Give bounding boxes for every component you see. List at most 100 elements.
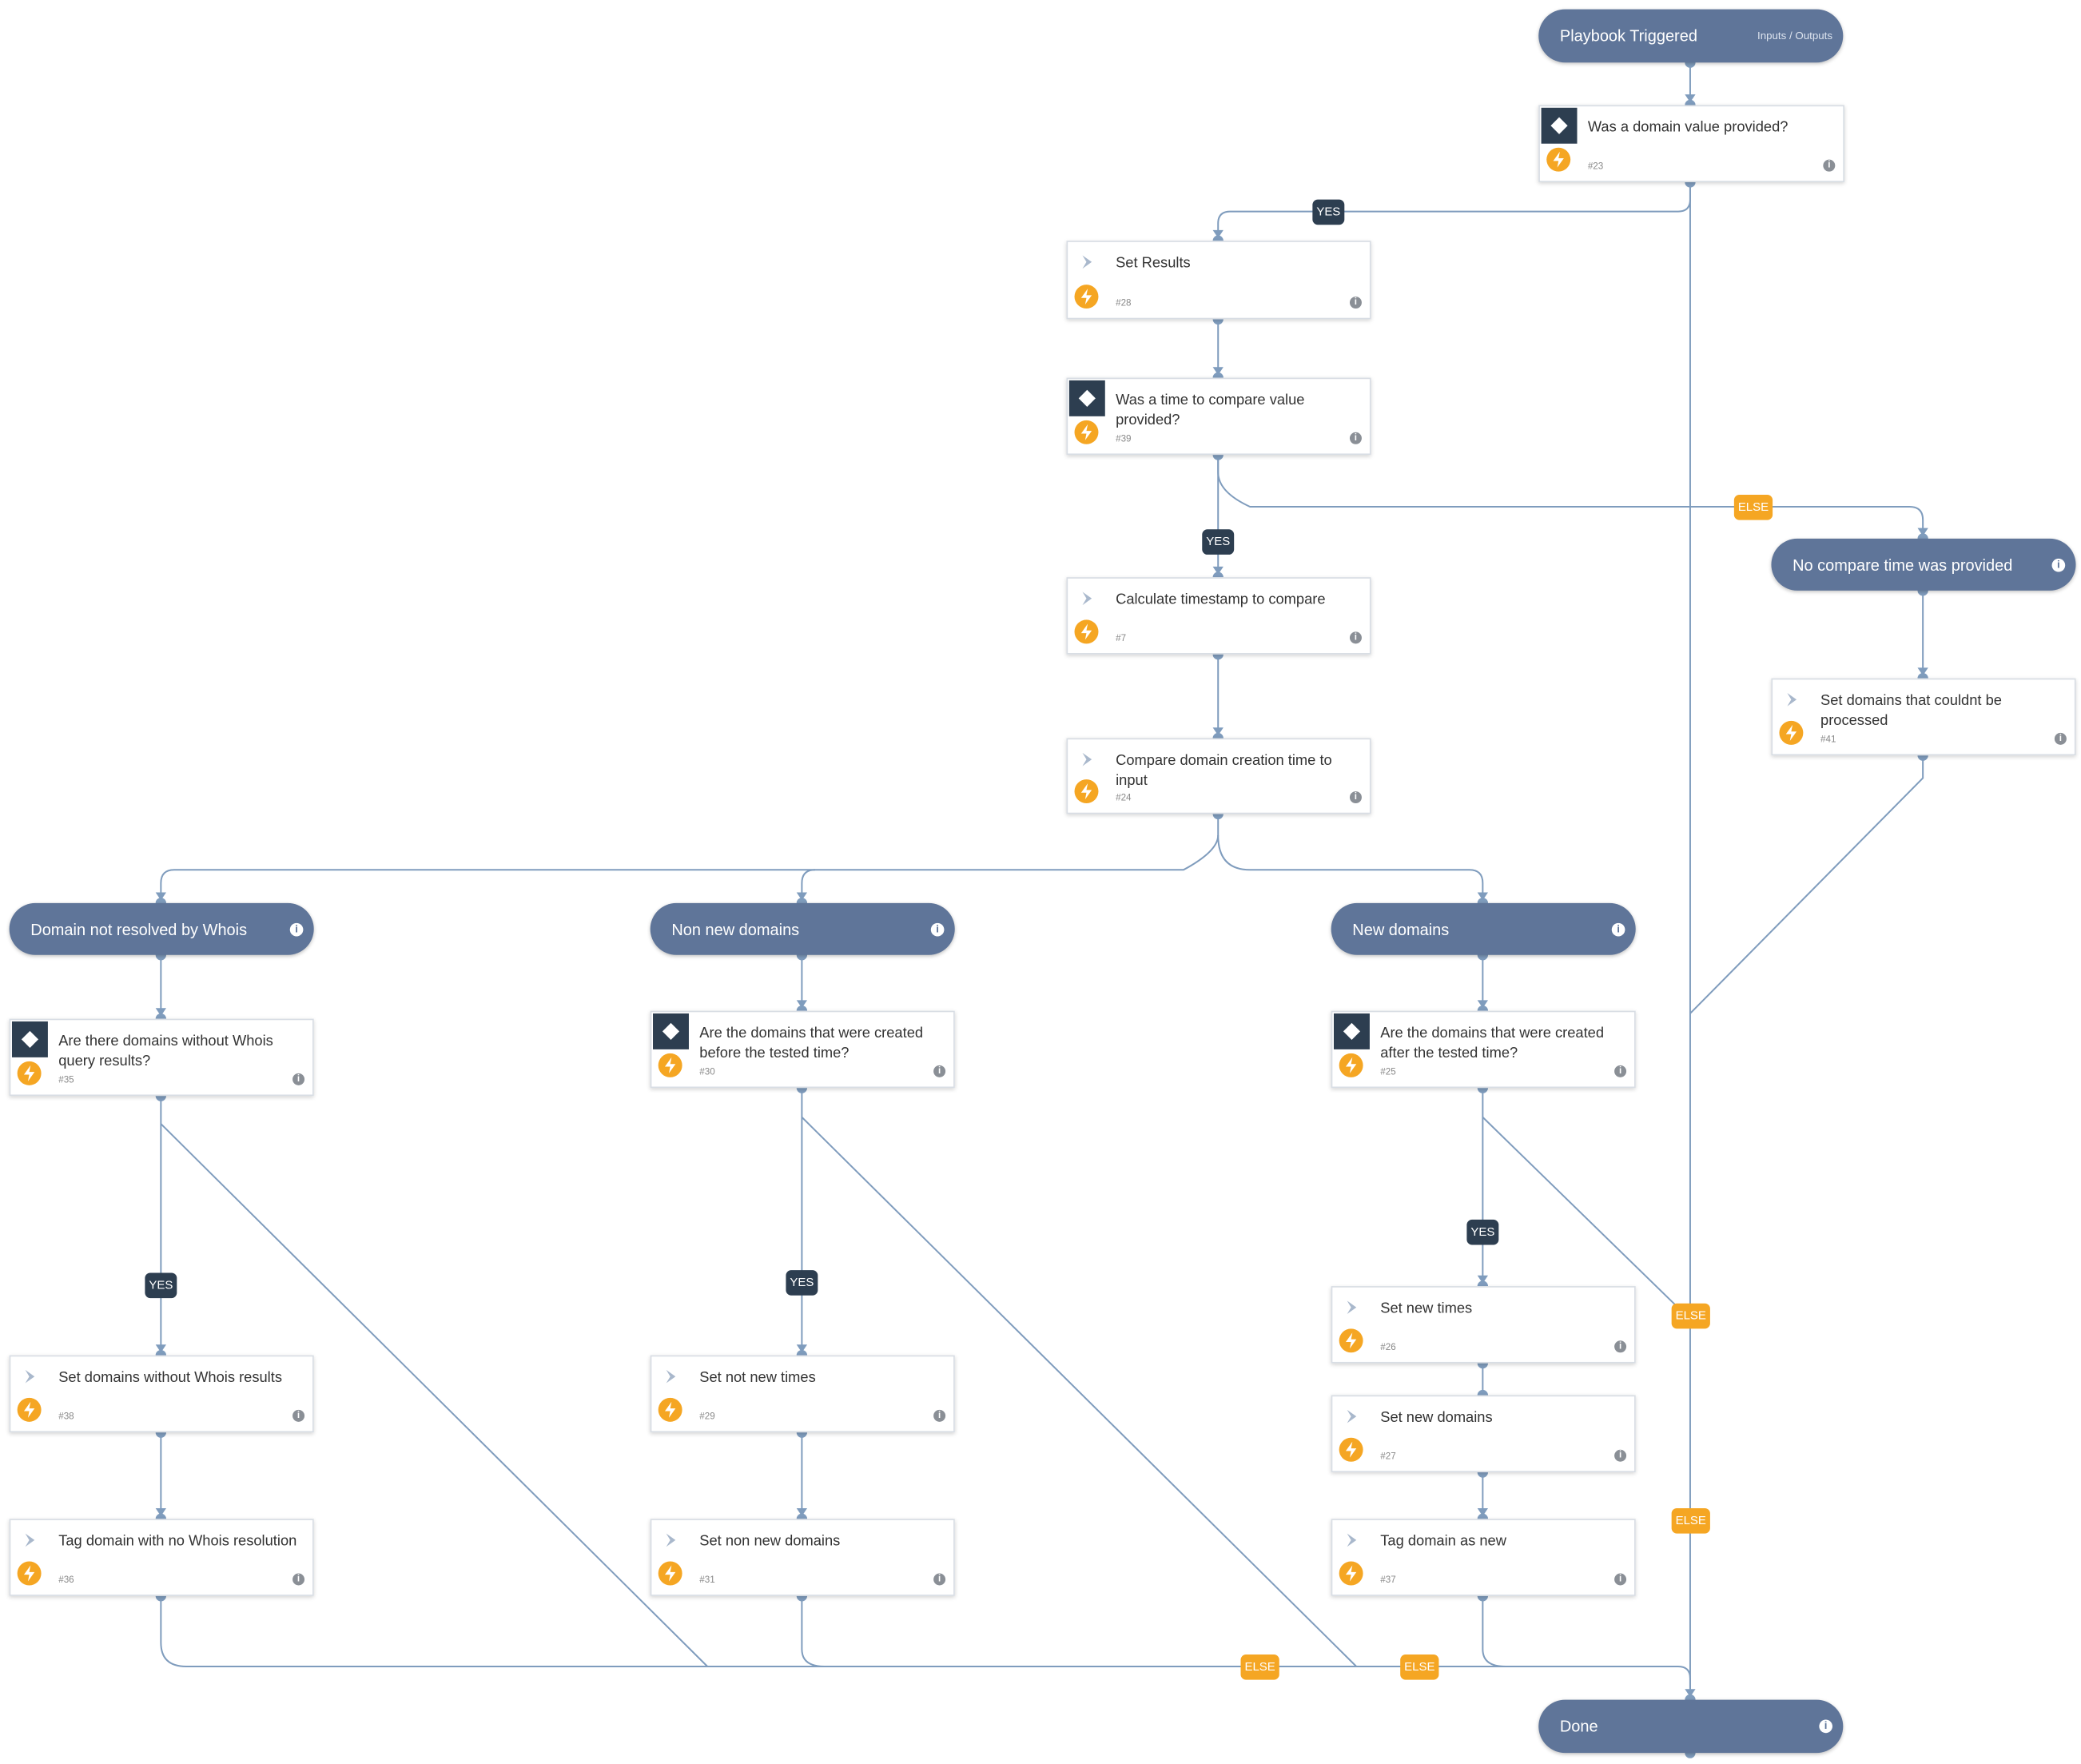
pill-domain-not-resolved[interactable]: Domain not resolved by Whois i (9, 902, 314, 955)
info-icon[interactable]: i (289, 922, 304, 936)
edge-label-else[interactable]: ELSE (1400, 1654, 1439, 1680)
automation-bolt-icon (1339, 1437, 1363, 1462)
edge-label-else[interactable]: ELSE (1733, 495, 1773, 520)
edge-37-done (1482, 1595, 1506, 1667)
task-title: Are the domains that were created after … (1380, 1025, 1605, 1061)
info-icon[interactable]: i (1819, 1719, 1832, 1734)
pill-new-domains[interactable]: New domains i (1331, 902, 1636, 955)
edge-label-else[interactable]: ELSE (1671, 1303, 1710, 1329)
task-number: #28 (1116, 299, 1132, 309)
task-title: Set domains that couldnt be processed (1820, 692, 2002, 729)
edge-label-else[interactable]: ELSE (1240, 1654, 1279, 1680)
task-25[interactable]: Are the domains that were created after … (1331, 1010, 1636, 1089)
task-24[interactable]: Compare domain creation time to input #2… (1066, 738, 1371, 814)
task-title: Compare domain creation time to input (1116, 752, 1332, 789)
task-39[interactable]: Was a time to compare value provided? #3… (1066, 377, 1371, 456)
task-35[interactable]: Are there domains without Whois query re… (9, 1018, 314, 1097)
edge-39-nocompare (1217, 455, 1924, 539)
info-icon[interactable]: i (933, 1409, 946, 1422)
pill-no-compare-time[interactable]: No compare time was provided i (1771, 538, 2076, 591)
chevron-right-icon (666, 1369, 676, 1384)
info-icon[interactable]: i (1349, 432, 1362, 444)
info-icon[interactable]: i (292, 1409, 305, 1422)
condition-diamond-icon (653, 1013, 689, 1049)
pill-label: New domains (1352, 919, 1450, 938)
edge-label-yes[interactable]: YES (145, 1272, 177, 1299)
task-number: #38 (58, 1412, 74, 1422)
info-icon[interactable]: i (933, 1573, 946, 1586)
task-title: Set Results (1116, 255, 1191, 272)
edge-label-yes[interactable]: YES (1466, 1219, 1499, 1245)
task-37[interactable]: Tag domain as new #37 i (1331, 1519, 1636, 1596)
info-icon[interactable]: i (1614, 1573, 1627, 1586)
task-36[interactable]: Tag domain with no Whois resolution #36 … (9, 1519, 314, 1596)
chevron-right-icon (1347, 1300, 1357, 1315)
info-icon[interactable]: i (1614, 1449, 1627, 1462)
task-number: #31 (699, 1575, 715, 1586)
task-31[interactable]: Set non new domains #31 i (650, 1519, 955, 1596)
task-7[interactable]: Calculate timestamp to compare #7 i (1066, 577, 1371, 655)
pill-done[interactable]: Done i (1538, 1699, 1844, 1754)
chevron-right-icon (25, 1533, 35, 1547)
task-number: #25 (1380, 1068, 1396, 1077)
task-number: #29 (699, 1412, 715, 1422)
task-number: #41 (1820, 735, 1836, 745)
task-title: Set new times (1380, 1300, 1473, 1317)
task-title: Set domains without Whois results (58, 1369, 283, 1386)
edge-24-new (1217, 834, 1484, 903)
edge-label-yes[interactable]: YES (1312, 199, 1345, 225)
task-title: Tag domain with no Whois resolution (58, 1533, 297, 1550)
info-icon[interactable]: i (1611, 922, 1625, 936)
automation-bolt-icon (1074, 420, 1099, 444)
task-28[interactable]: Set Results #28 i (1066, 241, 1371, 320)
info-icon[interactable]: i (292, 1073, 305, 1085)
edge-23-28 (1217, 181, 1691, 241)
condition-diamond-icon (1541, 107, 1578, 144)
info-icon[interactable]: i (292, 1573, 305, 1586)
info-icon[interactable]: i (1823, 159, 1836, 172)
info-icon[interactable]: i (1349, 631, 1362, 644)
task-title: Tag domain as new (1380, 1533, 1506, 1550)
info-icon[interactable]: i (2054, 732, 2067, 745)
chevron-right-icon (666, 1533, 676, 1547)
edge-24-notresolved (160, 814, 1220, 903)
task-number: #27 (1380, 1452, 1396, 1462)
task-29[interactable]: Set not new times #29 i (650, 1355, 955, 1433)
edge-label-yes[interactable]: YES (786, 1270, 818, 1296)
edge-25-else (1482, 1117, 1691, 1320)
automation-bolt-icon (1074, 779, 1099, 804)
task-title: Set non new domains (699, 1533, 841, 1550)
task-number: #39 (1116, 435, 1132, 444)
info-icon[interactable]: i (2051, 558, 2066, 571)
info-icon[interactable]: i (930, 922, 945, 936)
automation-bolt-icon (17, 1061, 42, 1085)
info-icon[interactable]: i (1349, 297, 1362, 309)
task-27[interactable]: Set new domains #27 i (1331, 1395, 1636, 1473)
pill-label: Domain not resolved by Whois (30, 919, 248, 938)
edge-label-yes[interactable]: YES (1202, 529, 1235, 555)
pill-label: Playbook Triggered (1559, 26, 1697, 46)
condition-diamond-icon (1068, 380, 1105, 416)
pill-non-new-domains[interactable]: Non new domains i (650, 902, 955, 955)
automation-bolt-icon (658, 1397, 682, 1422)
info-icon[interactable]: i (933, 1065, 946, 1077)
chevron-right-icon (1347, 1533, 1357, 1547)
automation-bolt-icon (1546, 147, 1571, 172)
task-23[interactable]: Was a domain value provided? #23 i (1538, 105, 1844, 182)
info-icon[interactable]: i (1349, 791, 1362, 804)
inputs-outputs-link[interactable]: Inputs / Outputs (1757, 30, 1832, 42)
pill-label: No compare time was provided (1793, 555, 2013, 575)
task-number: #24 (1116, 794, 1132, 804)
task-38[interactable]: Set domains without Whois results #38 i (9, 1355, 314, 1433)
edge-label-else[interactable]: ELSE (1671, 1507, 1710, 1534)
pill-playbook-triggered[interactable]: Playbook Triggered Inputs / Outputs (1538, 9, 1844, 63)
task-26[interactable]: Set new times #26 i (1331, 1286, 1636, 1364)
info-icon[interactable]: i (1614, 1340, 1627, 1353)
task-41[interactable]: Set domains that couldnt be processed #4… (1771, 678, 2076, 756)
task-title: Are there domains without Whois query re… (58, 1033, 273, 1069)
info-icon[interactable]: i (1614, 1065, 1627, 1077)
automation-bolt-icon (1074, 285, 1099, 309)
task-30[interactable]: Are the domains that were created before… (650, 1010, 955, 1089)
